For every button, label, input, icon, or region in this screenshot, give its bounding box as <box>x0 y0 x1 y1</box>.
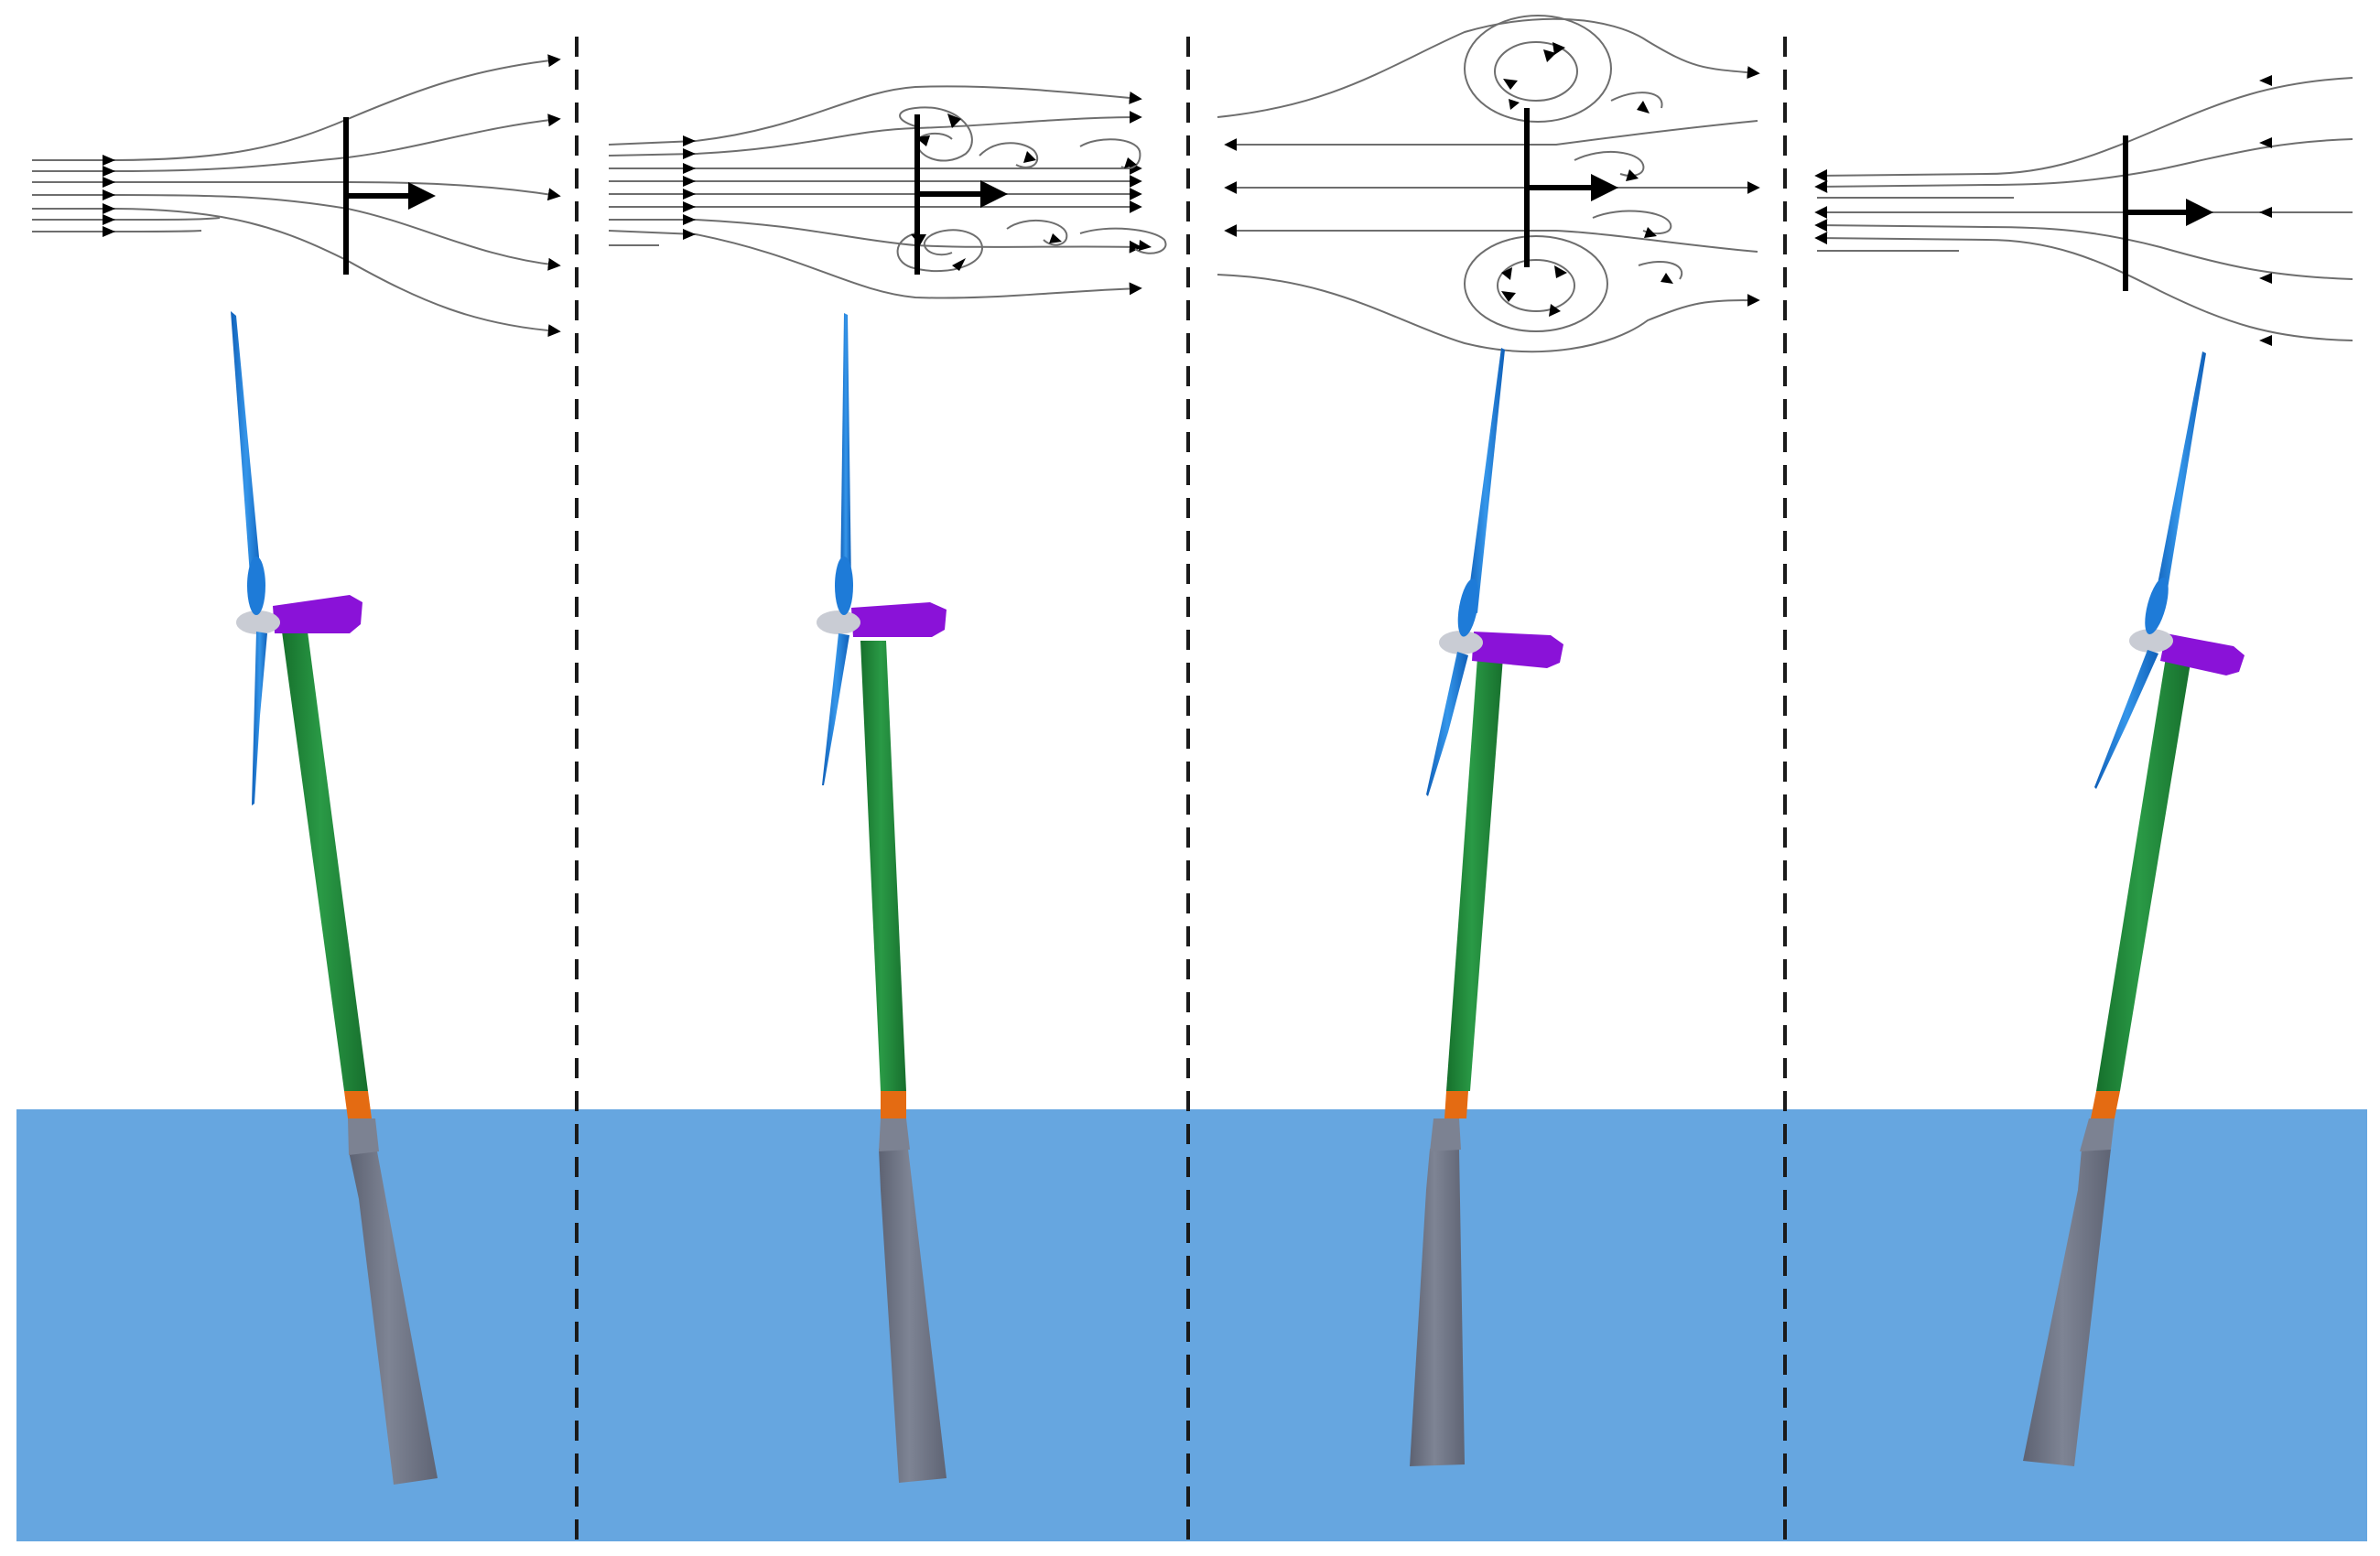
streamline <box>1224 224 1758 253</box>
panel-1-rotor-symbol <box>343 117 436 275</box>
streamline <box>1814 232 2353 341</box>
vortex-ring-lower-outer <box>1464 235 1608 332</box>
streamline <box>1814 77 2353 182</box>
spar-taper <box>348 1118 379 1155</box>
hub <box>2129 629 2173 653</box>
inlet-arrowheads <box>103 155 115 237</box>
streamline <box>32 230 202 232</box>
transition-piece <box>1444 1091 1468 1118</box>
wake-eddy <box>1079 138 1141 169</box>
nacelle <box>1472 632 1563 668</box>
tower <box>2096 657 2191 1091</box>
panel-3-rotor-symbol <box>1524 108 1618 267</box>
floating-wind-turbine-1 <box>231 311 438 1485</box>
blade <box>822 633 849 785</box>
tower <box>860 641 906 1091</box>
panel-2-flow-diagram <box>608 85 1167 299</box>
tip-vortex-lower <box>896 229 983 273</box>
vortex-ring-upper-inner <box>1494 41 1578 102</box>
wake-eddy <box>1079 227 1167 254</box>
streamline <box>1814 138 2353 193</box>
wake-eddy <box>1638 261 1683 280</box>
blade-root <box>247 556 265 615</box>
floating-wind-turbine-2 <box>817 313 947 1483</box>
spar-platform <box>2023 1149 2111 1466</box>
blade <box>252 632 267 805</box>
blade-root <box>835 556 853 615</box>
transition-piece <box>2091 1091 2120 1118</box>
streamline <box>32 54 561 161</box>
floating-wind-turbine-3 <box>1410 348 1563 1466</box>
streamline <box>608 85 1142 146</box>
streamline <box>32 113 561 172</box>
inlet-arrowheads <box>2259 75 2272 346</box>
floating-wind-turbine-4 <box>2023 351 2245 1466</box>
wake-eddy <box>1006 219 1068 246</box>
wake-eddy <box>1574 150 1645 177</box>
inlet-arrowheads <box>683 135 696 240</box>
vortex-ring-lower-inner <box>1497 259 1575 312</box>
blade-root <box>2145 577 2169 635</box>
transition-piece <box>881 1091 906 1118</box>
streamline <box>608 230 1142 299</box>
streamline <box>1217 274 1760 353</box>
blade <box>1426 652 1468 796</box>
vortex-arrowheads <box>1501 42 1673 317</box>
nacelle <box>273 595 362 633</box>
panel-2-rotor-symbol <box>914 114 1008 275</box>
hub <box>236 611 280 634</box>
streamline <box>32 208 561 338</box>
panel-dividers <box>575 37 1787 1547</box>
vortex-ring-upper-outer <box>1464 15 1612 123</box>
hub <box>1439 631 1483 654</box>
panel-3-flow-diagram <box>1217 15 1760 353</box>
wake-eddy <box>979 142 1039 168</box>
blade <box>231 311 262 588</box>
spar-taper <box>2080 1118 2115 1151</box>
blade <box>1466 348 1505 613</box>
blade <box>2094 650 2158 789</box>
panel-1-flow-diagram <box>32 54 561 338</box>
streamline <box>1217 17 1760 118</box>
spar-taper <box>879 1118 910 1151</box>
streamline <box>1224 120 1758 151</box>
panel-4-flow-diagram <box>1814 75 2353 346</box>
streamline <box>1814 219 2353 280</box>
transition-piece <box>344 1091 372 1118</box>
nacelle <box>851 602 947 637</box>
spar-taper <box>1430 1118 1461 1151</box>
spar-platform <box>879 1149 947 1483</box>
wake-eddy <box>1592 210 1672 235</box>
nacelle <box>2160 633 2245 675</box>
panel-4-rotor-symbol <box>2123 135 2213 291</box>
blade <box>2153 351 2206 611</box>
wake-eddy <box>1610 92 1663 109</box>
spar-platform <box>349 1151 438 1485</box>
spar-platform <box>1410 1149 1465 1466</box>
tower <box>1446 657 1503 1091</box>
tip-vortex-upper <box>899 106 973 162</box>
hub <box>817 611 860 634</box>
streamline <box>32 217 221 221</box>
streamline <box>608 111 1142 157</box>
blade <box>840 313 851 588</box>
tower <box>282 632 368 1091</box>
blade-root <box>1457 578 1479 637</box>
